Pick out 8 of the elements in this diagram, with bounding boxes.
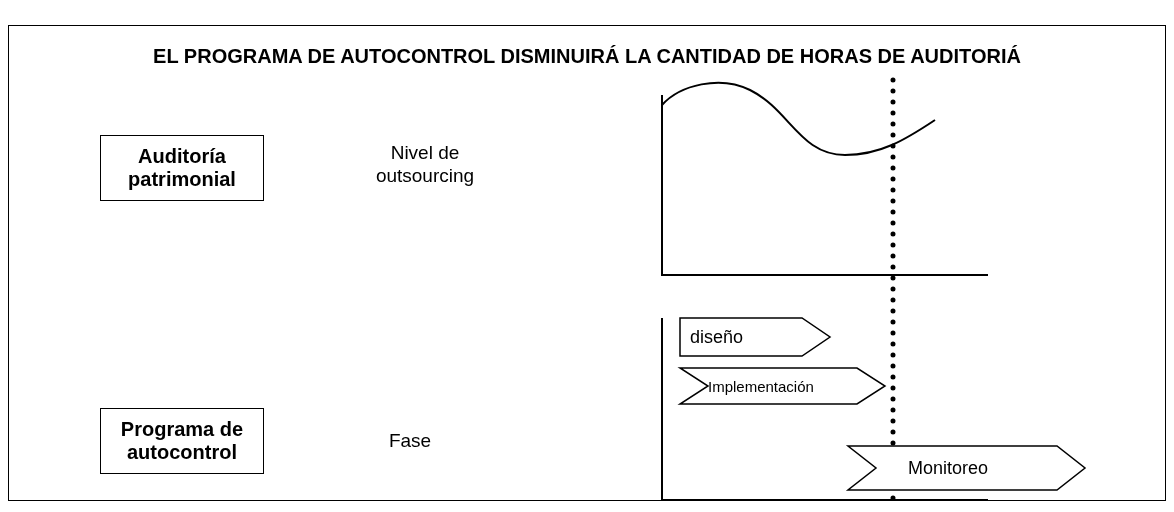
phase-label: Monitoreo [908,457,989,479]
phase-label: Implementación [708,377,814,395]
phase-label: diseño [690,326,744,348]
category-box: Auditoría patrimonial [100,135,264,201]
row-label: Nivel de outsourcing [374,142,476,188]
title: EL PROGRAMA DE AUTOCONTROL DISMINUIRÁ LA CANTIDAD DE HORAS DE AUDITORIÁ [152,45,1022,68]
row-label: Fase [387,430,433,453]
category-box: Programa de autocontrol [100,408,264,474]
